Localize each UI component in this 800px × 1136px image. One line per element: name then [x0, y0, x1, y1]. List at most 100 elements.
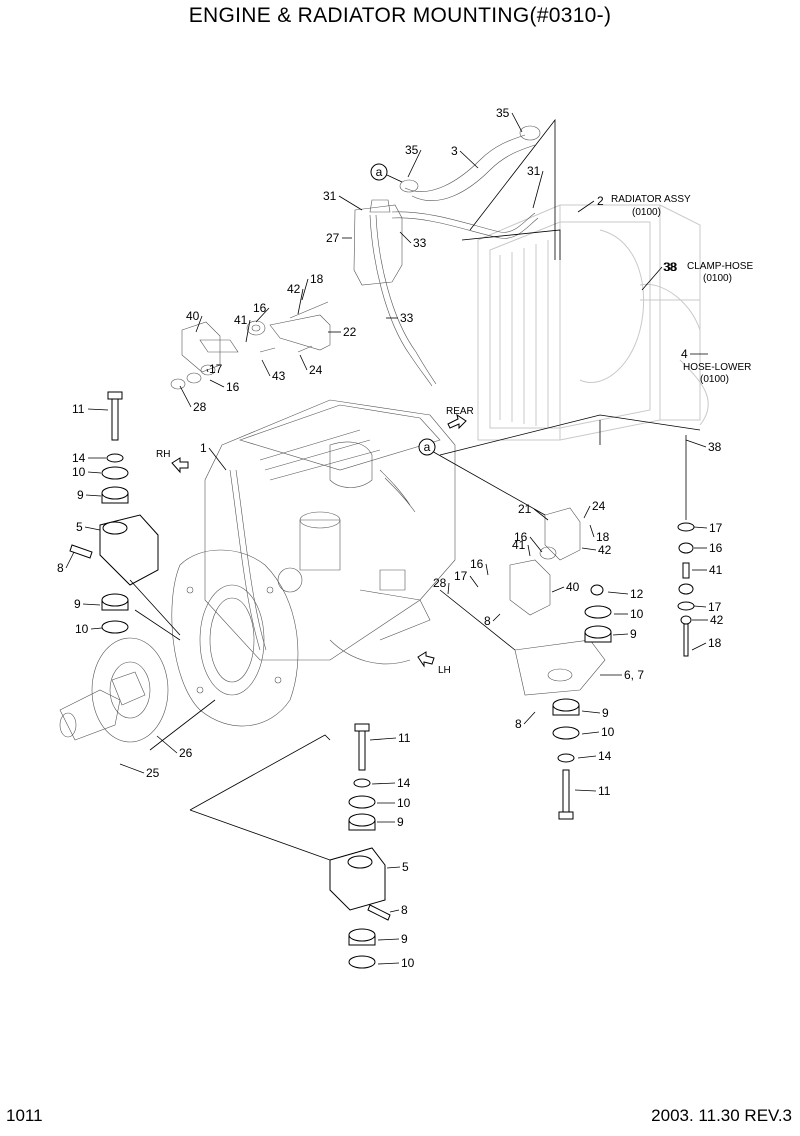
svg-text:RADIATOR ASSY: RADIATOR ASSY: [611, 194, 691, 205]
part-number-label: 28: [193, 400, 207, 414]
leader-line: [459, 150, 479, 169]
mount-stack-far-right: [677, 522, 695, 657]
leader-line: [82, 603, 101, 606]
part-number-label: 18: [708, 636, 722, 650]
leader-line: [685, 439, 707, 448]
page-title: ENGINE & RADIATOR MOUNTING(#0310-): [188, 4, 612, 27]
part-number-label: 9: [397, 815, 404, 829]
leader-line: [533, 508, 549, 521]
leader-line: [485, 563, 489, 576]
svg-text:4: 4: [681, 347, 688, 361]
part-number-label: 25: [146, 766, 160, 780]
part-number-label: 17: [454, 569, 468, 583]
part-number-label: 43: [272, 369, 286, 383]
part-number-label: 9: [77, 488, 84, 502]
part-number-label: 33: [413, 236, 427, 250]
part-number-label: 10: [630, 607, 644, 621]
leader-line: [693, 605, 707, 608]
leader-line: [581, 547, 597, 551]
leader-line: [523, 711, 536, 725]
part-number-label: 18: [596, 530, 610, 544]
direction-arrows: [171, 413, 467, 668]
reservoir-and-hoses: [353, 125, 541, 387]
front-bracket-cluster: [170, 301, 331, 390]
part-number-label: 31: [527, 164, 541, 178]
leader-line: [369, 737, 397, 741]
leader-line: [84, 526, 101, 531]
part-number-label: 24: [309, 363, 323, 377]
leader-line: [371, 782, 396, 785]
leader-line: [527, 544, 531, 557]
leader-line: [407, 149, 422, 178]
callout-clamp-hose: 38 CLAMP-HOSE (0100): [641, 260, 753, 291]
part-number-label: 18: [310, 272, 324, 286]
callout-leaders: [65, 112, 708, 965]
part-number-label: 14: [397, 776, 411, 790]
part-number-label: 31: [323, 189, 337, 203]
leader-line: [577, 755, 597, 759]
svg-text:(0100): (0100): [632, 207, 661, 218]
leader-line: [87, 471, 102, 474]
part-number-label: 5: [76, 520, 83, 534]
part-number-label: 10: [397, 796, 411, 810]
part-number-label: 9: [602, 706, 609, 720]
rear-bracket-cluster: [509, 507, 606, 696]
leader-line: [377, 962, 400, 965]
leader-line: [297, 288, 304, 315]
part-number-label: 17: [708, 600, 722, 614]
leader-line: [469, 575, 479, 588]
callout-radiator-assy: 2 RADIATOR ASSY (0100): [577, 194, 691, 218]
part-number-label: 16: [514, 530, 528, 544]
leader-line: [581, 731, 600, 735]
part-number-label: 27: [326, 231, 340, 245]
leader-line: [208, 447, 227, 471]
leader-line: [301, 278, 309, 301]
leader-line: [195, 315, 203, 333]
leader-line: [119, 763, 145, 774]
leader-line: [511, 112, 523, 133]
leader-line: [551, 586, 565, 593]
svg-text:38: 38: [664, 260, 678, 274]
part-number-label: 16: [253, 301, 267, 315]
part-number-label: 24: [592, 499, 606, 513]
part-number-label: 42: [598, 543, 612, 557]
svg-text:a: a: [424, 440, 431, 454]
part-number-label: 42: [710, 613, 724, 627]
leader-line: [245, 319, 251, 343]
part-number-label: 38: [708, 440, 722, 454]
leader-line: [338, 195, 363, 211]
leader-line: [693, 526, 708, 529]
leader-line: [529, 536, 543, 553]
part-number-label: 8: [484, 614, 491, 628]
part-number-label: 10: [75, 622, 89, 636]
part-number-label: 38: [663, 260, 677, 274]
part-number-label: 16: [709, 541, 723, 555]
part-number-label: 8: [401, 903, 408, 917]
direction-label-rh: RH: [156, 449, 170, 460]
part-number-label: 40: [186, 309, 200, 323]
part-number-label: 22: [343, 325, 357, 339]
leader-line: [691, 642, 707, 651]
part-number-label: 33: [400, 311, 414, 325]
direction-label-lh: LH: [438, 665, 451, 676]
part-number-label: 35: [405, 143, 419, 157]
part-number-label: 12: [630, 587, 644, 601]
svg-text:HOSE-LOWER: HOSE-LOWER: [683, 362, 751, 373]
part-number-label: 5: [402, 860, 409, 874]
leader-line: [206, 368, 209, 373]
ref-marker-top: a: [370, 163, 403, 183]
direction-label-rear: REAR: [446, 406, 474, 417]
part-number-label: 3: [451, 144, 458, 158]
leader-line: [209, 379, 225, 388]
svg-text:CLAMP-HOSE: CLAMP-HOSE: [687, 261, 753, 272]
leader-line: [607, 591, 629, 595]
part-number-label: 9: [74, 597, 81, 611]
leader-line: [299, 354, 308, 371]
part-number-label: 35: [496, 106, 510, 120]
callout-hose-lower: 4 HOSE-LOWER (0100): [681, 347, 751, 385]
part-number-label: 10: [601, 725, 615, 739]
leader-line: [574, 789, 597, 792]
page-number: 1011: [6, 1106, 43, 1125]
